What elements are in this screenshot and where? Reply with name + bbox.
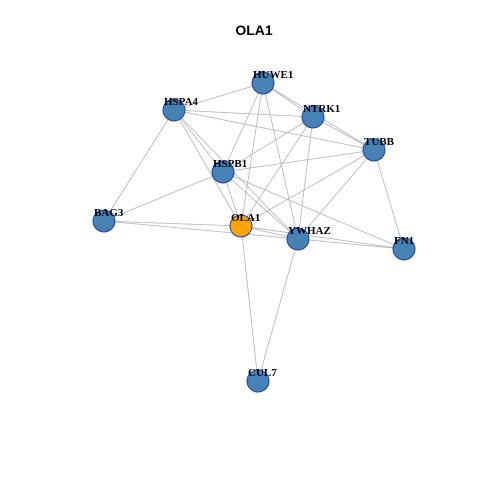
- node-fn1[interactable]: [392, 237, 416, 261]
- edge-ntrk1-ywhaz: [297, 116, 314, 240]
- node-ntrk1[interactable]: [301, 105, 325, 129]
- node-label-hspa4: HSPA4: [164, 96, 199, 108]
- node-label-ola1: OLA1: [231, 212, 260, 224]
- edge-ola1-fn1: [240, 225, 405, 250]
- nodes-layer: [92, 71, 416, 393]
- node-ola1[interactable]: [229, 214, 253, 238]
- edge-ywhaz-fn1: [297, 238, 405, 250]
- edge-bag3-ola1: [103, 220, 242, 227]
- edge-hspa4-tubb: [173, 109, 375, 151]
- edge-ntrk1-ola1: [240, 116, 314, 227]
- edge-hspa4-ola1: [173, 109, 242, 227]
- edge-ywhaz-cul7: [257, 238, 299, 382]
- node-label-tubb: TUBB: [364, 136, 395, 148]
- edge-hspa4-ywhaz: [173, 109, 299, 240]
- edges-layer: [103, 82, 405, 382]
- edge-ola1-cul7: [240, 225, 259, 382]
- edge-hspa4-ntrk1: [173, 109, 314, 118]
- edge-hspa4-hspb1: [173, 109, 224, 173]
- edge-huwe1-ywhaz: [262, 82, 299, 240]
- node-label-bag3: BAG3: [94, 207, 124, 219]
- edge-hspb1-ywhaz: [222, 171, 299, 240]
- edge-hspa4-bag3: [103, 109, 175, 222]
- node-hspa4[interactable]: [162, 98, 186, 122]
- edge-ntrk1-hspb1: [222, 116, 314, 173]
- node-huwe1[interactable]: [251, 71, 275, 95]
- node-tubb[interactable]: [362, 138, 386, 162]
- edge-ntrk1-tubb: [312, 116, 375, 151]
- edge-tubb-fn1: [373, 149, 405, 250]
- node-label-huwe1: HUWE1: [253, 69, 293, 81]
- edge-bag3-ywhaz: [103, 220, 299, 240]
- node-label-ywhaz: YWHAZ: [288, 225, 331, 237]
- node-label-fn1: FN1: [394, 235, 414, 247]
- node-label-hspb1: HSPB1: [213, 158, 247, 170]
- edge-tubb-ywhaz: [297, 149, 375, 240]
- edge-huwe1-hspa4: [173, 82, 264, 111]
- node-label-cul7: CUL7: [248, 367, 277, 379]
- edge-hspb1-fn1: [222, 171, 405, 250]
- diagram-title: OLA1: [235, 22, 273, 38]
- node-bag3[interactable]: [92, 209, 116, 233]
- node-label-ntrk1: NTRK1: [303, 103, 340, 115]
- edge-tubb-ola1: [240, 149, 375, 227]
- edge-hspb1-bag3: [103, 171, 224, 222]
- node-ywhaz[interactable]: [286, 227, 310, 251]
- node-hspb1[interactable]: [211, 160, 235, 184]
- node-cul7[interactable]: [246, 369, 270, 393]
- edge-huwe1-hspb1: [222, 82, 264, 173]
- edge-tubb-hspb1: [222, 149, 375, 173]
